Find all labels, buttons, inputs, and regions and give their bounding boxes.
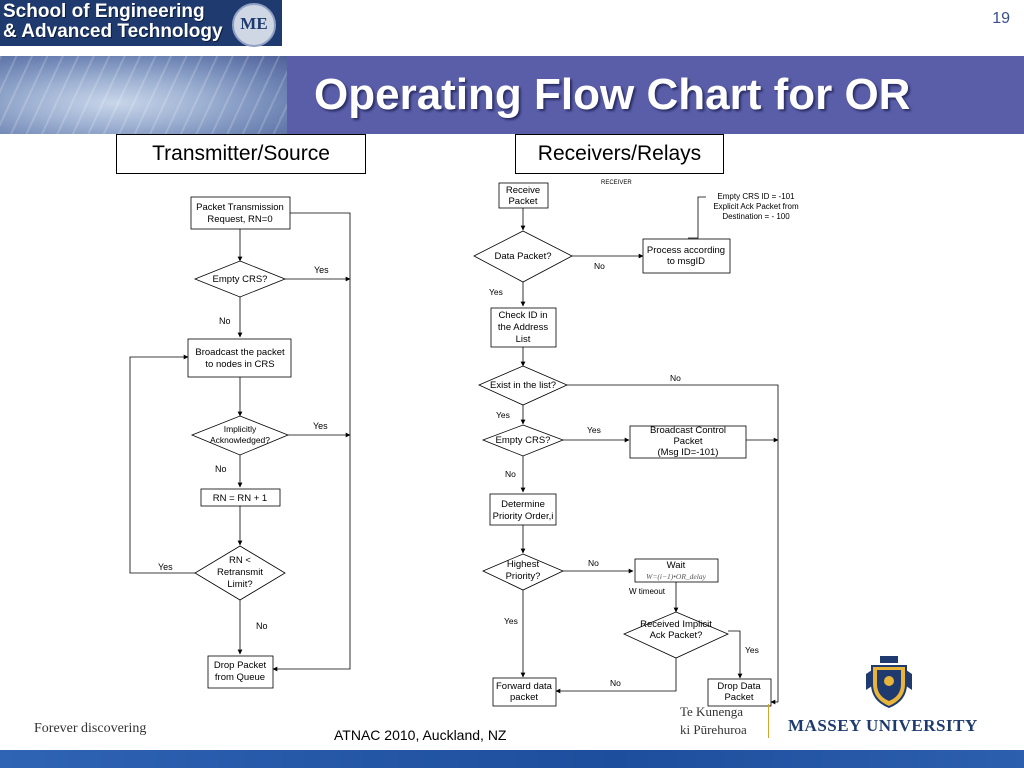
tx-drop-node	[207, 655, 274, 689]
header-photo	[0, 56, 287, 134]
rx-process-text-2: to msgID	[667, 256, 705, 267]
footer-divider	[768, 704, 769, 738]
tx-drop-text-1: Drop Packet	[214, 660, 267, 671]
receivers-label: Receivers/Relays	[515, 134, 724, 174]
rx-implicit-text-2: Ack Packet?	[650, 630, 703, 641]
rx-note-2: Explicit Ack Packet from	[713, 202, 799, 211]
slide-number: 19	[992, 10, 1010, 27]
logo-line-1: School of Engineering	[3, 1, 205, 22]
rx-d2-no: No	[670, 373, 681, 383]
rx-data-packet-decision	[473, 230, 573, 283]
rx-d3-no: No	[505, 469, 516, 479]
rx-check-text-1: Check ID in	[498, 310, 547, 321]
maori-line-1: Te Kunenga	[680, 704, 743, 719]
rx-broadcast-control-node	[629, 425, 747, 459]
rx-drop-text-1: Drop Data	[717, 681, 761, 692]
tx-ack-text-2: Acknowledged?	[210, 435, 270, 445]
rx-bcast-text-2: Packet	[673, 436, 702, 447]
university-name: MASSEY UNIVERSITY	[788, 716, 978, 735]
me-emblem-icon: ME	[232, 3, 276, 47]
rx-note-3: Destination = - 100	[722, 212, 790, 221]
rx-forward-text-1: Forward data	[496, 681, 553, 692]
tx-request-text-2: Request, RN=0	[207, 214, 272, 225]
tx-drop-text-2: from Queue	[215, 672, 265, 683]
rx-d3-yes: Yes	[587, 425, 601, 435]
rx-d4-no: No	[588, 558, 599, 568]
transmitter-label: Transmitter/Source	[116, 134, 366, 174]
tx-request-text-1: Packet Transmission	[196, 202, 284, 213]
tx-broadcast-text-1: Broadcast the packet	[195, 347, 285, 358]
rx-d1-yes: Yes	[489, 287, 503, 297]
tx-d3-yes: Yes	[158, 562, 173, 572]
rx-check-text-3: List	[516, 334, 531, 345]
footer-tagline: Forever discovering	[34, 721, 147, 736]
rx-d2-yes: Yes	[496, 410, 510, 420]
massey-crest-icon	[866, 656, 912, 708]
tx-increment-node	[200, 488, 281, 507]
rx-d1-no: No	[594, 261, 605, 271]
rx-note-1: Empty CRS ID = -101	[717, 192, 795, 201]
rx-empty-crs-text: Empty CRS?	[496, 435, 551, 446]
rx-bcast-text-1: Broadcast Control	[650, 425, 726, 436]
slide-title: Operating Flow Chart for OR	[314, 70, 911, 119]
rx-receive-text-1: Receive	[506, 185, 540, 196]
tx-empty-crs-text: Empty CRS?	[213, 274, 268, 285]
rx-wait-formula: W=(i−1)•OR_delay	[646, 572, 706, 581]
tx-limit-decision	[194, 545, 286, 601]
logo-line-2: & Advanced Technology	[3, 21, 223, 42]
tx-broadcast-text-2: to nodes in CRS	[205, 359, 274, 370]
maori-line-2: ki Pūrehuroa	[680, 722, 747, 737]
tx-d2-yes: Yes	[313, 421, 328, 431]
tx-limit-text-2: Retransmit	[217, 567, 263, 578]
rx-d5-no: No	[610, 678, 621, 688]
rx-highest-text-2: Priority?	[506, 571, 541, 582]
rx-priority-text-2: Priority Order,i	[493, 511, 554, 522]
rx-forward-node	[492, 677, 557, 707]
rx-implicit-ack-decision	[623, 611, 729, 659]
tx-d3-no: No	[256, 621, 268, 631]
rx-d4-yes: Yes	[504, 616, 518, 626]
rx-exist-decision	[478, 365, 568, 406]
school-logo: School of Engineering & Advanced Technol…	[0, 0, 282, 47]
tx-d2-no: No	[215, 464, 227, 474]
rx-priority-node	[489, 493, 557, 526]
tx-limit-text-3: Limit?	[227, 579, 252, 590]
tx-ack-decision	[190, 415, 290, 456]
rx-check-id-node	[490, 307, 557, 348]
tx-ack-text-1: Implicitly	[224, 424, 257, 434]
rx-timeout: W timeout	[629, 587, 666, 596]
rx-data-packet-text: Data Packet?	[494, 251, 551, 262]
rx-highest-decision	[482, 553, 564, 591]
rx-receive-node	[498, 182, 549, 209]
rx-process-text-1: Process according	[647, 245, 725, 256]
rx-highest-text-1: Highest	[507, 559, 540, 570]
rx-drop-text-2: Packet	[724, 692, 753, 703]
rx-implicit-text-1: Received Implicit	[640, 619, 712, 630]
rx-wait-node	[634, 558, 719, 583]
rx-d5-yes: Yes	[745, 645, 759, 655]
rx-forward-text-2: packet	[510, 692, 538, 703]
rx-receive-text-2: Packet	[508, 196, 537, 207]
footer-event: ATNAC 2010, Auckland, NZ	[334, 727, 507, 743]
rx-priority-text-1: Determine	[501, 499, 545, 510]
rx-process-node	[642, 238, 731, 274]
tx-request-node	[190, 196, 291, 230]
rx-exist-text: Exist in the list?	[490, 380, 556, 391]
rx-bcast-text-3: (Msg ID=-101)	[658, 447, 719, 458]
rx-wait-text: Wait	[667, 560, 686, 571]
tx-limit-text-1: RN <	[229, 555, 251, 566]
header-photo-texture	[0, 56, 287, 134]
tx-empty-crs-decision	[193, 260, 287, 298]
maori-motto: Te Kunenga ki Pūrehuroa	[680, 703, 747, 739]
tx-d1-no: No	[219, 316, 231, 326]
tx-increment-text: RN = RN + 1	[213, 493, 267, 504]
bottom-bar	[0, 750, 1024, 768]
rx-check-text-2: the Address	[498, 322, 548, 333]
rx-drop-node	[707, 678, 772, 707]
rx-empty-crs-decision	[481, 424, 565, 457]
tx-broadcast-node	[187, 338, 292, 378]
tx-d1-yes: Yes	[314, 265, 329, 275]
rx-heading: RECEIVER	[601, 180, 632, 186]
